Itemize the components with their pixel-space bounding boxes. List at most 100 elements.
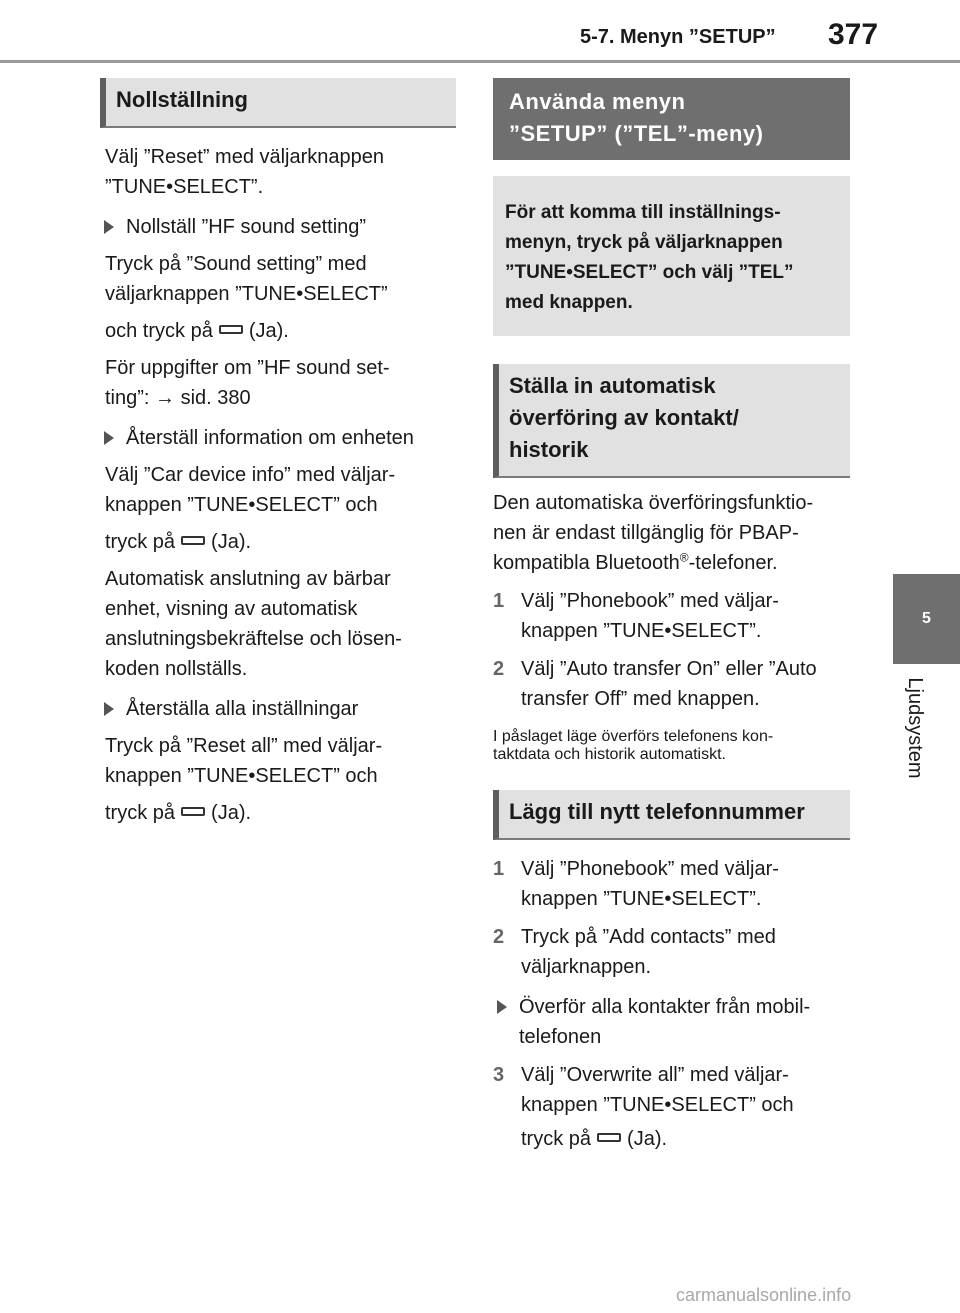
watermark: carmanualsonline.info xyxy=(676,1285,852,1305)
triangle-bullet-icon xyxy=(104,702,114,716)
info-line: med knappen. xyxy=(505,292,633,313)
paragraph-line: För uppgifter om ”HF sound set- xyxy=(105,357,390,379)
step-number: 2 xyxy=(493,658,505,680)
info-box: För att komma till inställnings- menyn, … xyxy=(493,176,850,336)
step-text: Välj ”Phonebook” med väljar-knappen ”TUN… xyxy=(521,854,779,914)
heading-line: Använda menyn xyxy=(509,89,686,114)
step-item: 2 Välj ”Auto transfer On” eller ”Auto tra… xyxy=(493,654,850,714)
step-item: 1 Välj ”Phonebook” med väljar-knappen ”T… xyxy=(493,586,850,646)
header-divider xyxy=(0,60,960,63)
registered-mark: ® xyxy=(679,550,689,565)
step-line: Tryck på ”Add contacts” med xyxy=(521,926,776,948)
info-line: ”TUNE•SELECT” och välj ”TEL” xyxy=(505,262,794,283)
paragraph-line: Välj ”Reset” med väljarknappen xyxy=(105,146,385,168)
chapter-number: 5 xyxy=(922,610,931,627)
paragraph-text: (Ja). xyxy=(248,320,289,342)
chapter-label: Ljudsystem xyxy=(904,677,926,779)
step-line: Välj ”Auto transfer On” eller ”Auto xyxy=(521,658,817,680)
button-outline-icon xyxy=(181,807,206,817)
step-text: Välj ”Overwrite all” med väljar-knappen … xyxy=(521,1060,794,1158)
paragraph-line: anslutningsbekräftelse och lösen- xyxy=(105,628,402,650)
bullet-item: Överför alla kontakter från mobil-telefo… xyxy=(493,992,850,1052)
button-outline-icon xyxy=(597,1133,622,1143)
paragraph-line: ting”: → sid. 380 xyxy=(105,387,251,409)
step-number: 1 xyxy=(493,590,505,612)
paragraph-line: enhet, visning av automatisk xyxy=(105,598,358,620)
info-line: För att komma till inställnings- xyxy=(505,202,781,223)
section-heading-reset: Nollställning xyxy=(100,78,456,128)
paragraph-text: (Ja). xyxy=(211,802,252,824)
step-number: 2 xyxy=(493,926,505,948)
step-text: Välj ”Auto transfer On” eller ”Auto trans… xyxy=(521,654,817,714)
triangle-bullet-icon xyxy=(104,431,114,445)
note-line: taktdata och historik automatiskt. xyxy=(493,746,726,763)
heading-line: Ställa in automatisk xyxy=(509,373,716,398)
paragraph-line: knappen ”TUNE•SELECT” och xyxy=(105,494,378,516)
bullet-label: Nollställ ”HF sound setting” xyxy=(126,216,367,238)
page-number: 377 xyxy=(828,18,879,51)
triangle-bullet-icon xyxy=(104,220,114,234)
bullet-line: telefonen xyxy=(519,1026,602,1048)
step-line: väljarknappen. xyxy=(521,956,652,978)
info-line: menyn, tryck på väljarknappen xyxy=(505,232,783,253)
step-line: knappen ”TUNE•SELECT” och xyxy=(521,1094,794,1116)
step-text: Tryck på ”Add contacts” med väljarknappen… xyxy=(521,922,776,982)
left-column: Nollställning Välj ”Reset” med väljarkna… xyxy=(100,78,462,828)
paragraph-line: knappen ”TUNE•SELECT” och xyxy=(105,765,378,787)
section-heading-setup-menu: Använda menyn ”SETUP” (”TEL”-meny) xyxy=(493,78,850,160)
step-item: 3 Välj ”Overwrite all” med väljar-knappe… xyxy=(493,1060,850,1158)
heading-line: historik xyxy=(509,437,589,462)
paragraph-line: ”TUNE•SELECT”. xyxy=(105,176,264,198)
paragraph-text: och tryck på xyxy=(105,320,213,342)
step-line: knappen ”TUNE•SELECT”. xyxy=(521,888,762,910)
paragraph-line: kompatibla Bluetooth®-telefoner. xyxy=(493,548,850,578)
triangle-bullet-icon xyxy=(497,1000,507,1014)
bullet-item: Nollställ ”HF sound setting” xyxy=(100,212,462,242)
step-item: 1 Välj ”Phonebook” med väljar-knappen ”T… xyxy=(493,854,850,914)
step-line: Välj ”Overwrite all” med väljar- xyxy=(521,1064,789,1086)
section-heading-auto-transfer: Ställa in automatisk överföring av konta… xyxy=(493,364,850,478)
section-heading-add-number: Lägg till nytt telefonnummer xyxy=(493,790,850,840)
paragraph-line: Automatisk anslutning av bärbar xyxy=(105,568,391,590)
bullet-item: Återställ information om enheten xyxy=(100,423,462,453)
step-item: 2 Tryck på ”Add contacts” med väljarknapp… xyxy=(493,922,850,982)
chapter-tab: 5 xyxy=(893,574,960,664)
page-header-title: 5-7. Menyn ”SETUP” xyxy=(580,26,776,48)
paragraph-line: tryck på (Ja). xyxy=(100,798,462,828)
step-line: Välj ”Phonebook” med väljar- xyxy=(521,858,779,880)
button-outline-icon xyxy=(218,325,243,335)
paragraph-text: tryck på xyxy=(105,531,176,553)
step-line: knappen ”TUNE•SELECT”. xyxy=(521,620,762,642)
step-line: tryck på xyxy=(521,1128,592,1150)
paragraph-line: Välj ”Car device info” med väljar- xyxy=(105,464,396,486)
paragraph-text: tryck på xyxy=(105,802,176,824)
bullet-label: Återställa alla inställningar xyxy=(126,698,359,720)
paragraph-line: Tryck på ”Reset all” med väljar- xyxy=(105,735,383,757)
step-number: 1 xyxy=(493,858,505,880)
paragraph-text: (Ja). xyxy=(211,531,252,553)
step-line: (Ja). xyxy=(627,1128,668,1150)
heading-line: överföring av kontakt/ xyxy=(509,405,739,430)
right-column: Använda menyn ”SETUP” (”TEL”-meny) För a… xyxy=(493,78,850,1158)
step-line: Välj ”Phonebook” med väljar- xyxy=(521,590,779,612)
note-line: I påslaget läge överförs telefonens kon- xyxy=(493,728,774,745)
paragraph-line: Tryck på ”Sound setting” med xyxy=(105,253,367,275)
button-outline-icon xyxy=(181,536,206,546)
heading-line: ”SETUP” (”TEL”-meny) xyxy=(509,121,764,146)
paragraph-line: väljarknappen ”TUNE•SELECT” xyxy=(105,283,388,305)
bullet-text: Överför alla kontakter från mobil-telefo… xyxy=(519,992,810,1052)
paragraph-line: och tryck på (Ja). xyxy=(100,316,462,346)
step-text: Välj ”Phonebook” med väljar-knappen ”TUN… xyxy=(521,586,779,646)
bullet-label: Återställ information om enheten xyxy=(126,427,414,449)
paragraph-line: tryck på (Ja). xyxy=(100,527,462,557)
paragraph-line: koden nollställs. xyxy=(105,658,248,680)
paragraph-text: kompatibla Bluetooth xyxy=(493,552,680,574)
bullet-line: Överför alla kontakter från mobil- xyxy=(519,996,811,1018)
paragraph-line: Den automatiska överföringsfunktio- xyxy=(493,492,814,514)
step-line: transfer Off” med knappen. xyxy=(521,688,760,710)
step-number: 3 xyxy=(493,1064,505,1086)
bullet-item: Återställa alla inställningar xyxy=(100,694,462,724)
step-line-with-icon: tryck på (Ja). xyxy=(521,1120,667,1158)
paragraph-line: nen är endast tillgänglig för PBAP- xyxy=(493,522,799,544)
paragraph-text: -telefoner. xyxy=(688,552,778,574)
